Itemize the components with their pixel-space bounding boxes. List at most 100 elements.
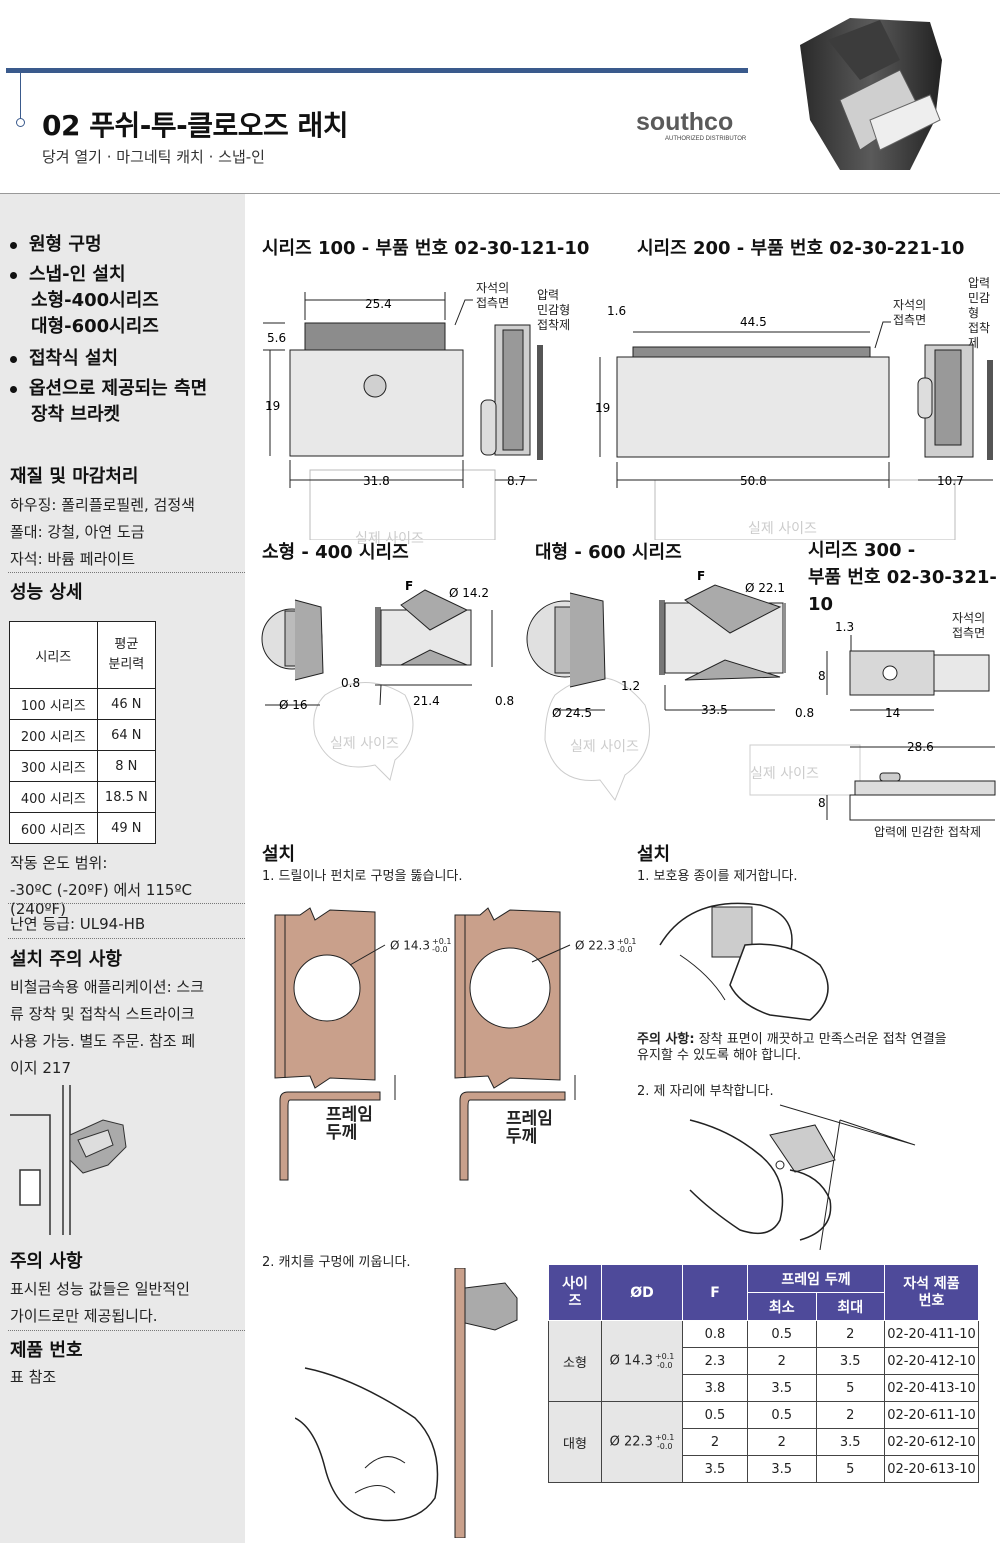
- dim-s600-diameter: Ø 22.1: [745, 581, 785, 595]
- watermark-actual-size: 실제 사이즈: [748, 521, 817, 537]
- series-100-200-drawing: 25.4 5.6 19 31.8 8.7 1.6 44.5 19 50.8 10…: [263, 292, 993, 540]
- hole-large-diameter: Ø 22.3+0.1-0.0: [575, 937, 637, 954]
- watermark-actual-size: 실제 사이즈: [355, 531, 424, 547]
- dim-s300-thickness: 1.3: [835, 620, 854, 634]
- feature-item: 원형 구멍: [10, 232, 102, 258]
- material-list: 하우징: 폴리플로필렌, 검정색 폴대: 강철, 아연 도금 자석: 바륨 페라…: [10, 496, 195, 568]
- divider: [8, 1330, 245, 1331]
- install-right-step2: 2. 제 자리에 부착합니다.: [637, 1084, 774, 1099]
- divider: [8, 903, 245, 904]
- install-right-step1: 1. 보호용 종이를 제거합니다.: [637, 869, 798, 884]
- header-divider: [0, 193, 1000, 194]
- dim-s400-force: F: [405, 579, 413, 593]
- perf-header-force: 평균 분리력: [96, 621, 157, 689]
- dim-s400-end: 0.8: [495, 694, 514, 708]
- dim-s600-hole: Ø 24.5: [552, 706, 592, 720]
- header-bullet-dot: [16, 118, 25, 127]
- series-400-600-300-drawing: F Ø 14.2 0.8 21.4 0.8 Ø 16 F Ø 22.1 1.2 …: [261, 569, 996, 821]
- dim-s600-length: 33.5: [701, 703, 728, 717]
- side-mount-illustration: [10, 1085, 127, 1235]
- install-left-heading: 설치: [262, 844, 296, 865]
- page-title: 02 푸쉬-투-클로오즈 래치: [42, 109, 349, 142]
- caution-heading: 주의 사항: [10, 1251, 83, 1272]
- dim-s100-height: 19: [265, 399, 280, 413]
- dim-s200-height: 19: [595, 401, 610, 415]
- spec-header-min: 최소: [747, 1292, 817, 1321]
- series-600-title: 대형 - 600 시리즈: [535, 542, 682, 563]
- divider: [8, 938, 245, 939]
- feature-item: 스냅-인 설치 소형-400시리즈 대형-600시리즈: [10, 262, 159, 340]
- dim-s400-diameter: Ø 14.2: [449, 586, 489, 600]
- spec-header-f: F: [682, 1264, 748, 1321]
- install-right-heading: 설치: [637, 844, 671, 865]
- perf-header-series: 시리즈: [9, 621, 98, 689]
- dim-s400-flange: 0.8: [341, 676, 360, 690]
- hole-panels-drawing: [274, 907, 576, 1181]
- feature-item: 옵션으로 제공되는 측면 장착 브라켓: [10, 376, 207, 428]
- dim-s600-force: F: [697, 569, 705, 583]
- material-heading: 재질 및 마감처리: [10, 466, 139, 487]
- series-200-title: 시리즈 200 - 부품 번호 02-30-221-10: [637, 238, 965, 259]
- peel-paper-illustration: [659, 902, 829, 1021]
- dim-s200-length: 50.8: [740, 474, 767, 488]
- install-left-step1: 1. 드릴이나 펀치로 구멍을 뚫습니다.: [262, 869, 463, 884]
- series-100-title: 시리즈 100 - 부품 번호 02-30-121-10: [262, 238, 590, 259]
- header-vertical-line: [20, 73, 21, 120]
- caution-text: 표시된 성능 값들은 일반적인 가이드로만 제공됩니다.: [10, 1280, 190, 1325]
- dim-s300-height: 8: [818, 669, 826, 683]
- watermark-actual-size: 실제 사이즈: [570, 739, 639, 755]
- brand-logo: southco: [636, 108, 734, 136]
- spec-header-frame: 프레임 두께: [747, 1264, 885, 1293]
- dim-s100-cap: 5.6: [267, 331, 286, 345]
- install-notes-heading: 설치 주의 사항: [10, 949, 122, 970]
- perf-heading: 성능 상세: [10, 582, 83, 603]
- spec-header-max: 최대: [815, 1292, 885, 1321]
- header-accent-bar: [6, 68, 748, 73]
- brand-subtitle: AUTHORIZED DISTRIBUTOR: [665, 136, 747, 142]
- install-notes: 비철금속용 애플리케이션: 스크 류 장착 및 접착식 스트라이크 사용 가능.…: [10, 978, 204, 1077]
- dim-s400-length: 21.4: [413, 694, 440, 708]
- dim-s300-length: 28.6: [907, 740, 934, 754]
- product-photo: [800, 18, 942, 170]
- install-right-note: 주의 사항: 장착 표면이 깨끗하고 만족스러운 접착 연결을 유지할 수 있도…: [637, 1032, 947, 1063]
- watermark-actual-size: 실제 사이즈: [330, 736, 399, 752]
- install-left-step2: 2. 캐치를 구멍에 끼웁니다.: [262, 1255, 411, 1270]
- page-subtitle: 당겨 열기 · 마그네틱 캐치 · 스냅-인: [42, 148, 265, 166]
- series-300-title: 시리즈 300 -부품 번호 02-30-321-10: [808, 540, 997, 615]
- dim-s100-depth: 8.7: [507, 474, 526, 488]
- label-adhesive-300: 압력에 민감한 접착제: [874, 825, 981, 839]
- divider: [8, 572, 245, 573]
- dim-s600-end: 0.8: [795, 706, 814, 720]
- part-number-text: 표 참조: [10, 1368, 57, 1386]
- hole-small-diameter: Ø 14.3+0.1-0.0: [390, 937, 452, 954]
- spec-header-diameter: ØD: [601, 1264, 683, 1321]
- temp-value: -30ºC (-20ºF) 에서 115ºC (240ºF): [10, 881, 193, 918]
- temp-label: 작동 온도 범위:: [10, 854, 108, 872]
- dim-s200-width: 44.5: [740, 315, 767, 329]
- part-number-heading: 제품 번호: [10, 1340, 83, 1361]
- dim-s100-length: 31.8: [363, 474, 390, 488]
- hand-insert-illustration: [295, 1268, 518, 1538]
- dim-s600-flange: 1.2: [621, 679, 640, 693]
- attach-illustration: [689, 1104, 916, 1250]
- watermark-actual-size: 실제 사이즈: [750, 766, 819, 782]
